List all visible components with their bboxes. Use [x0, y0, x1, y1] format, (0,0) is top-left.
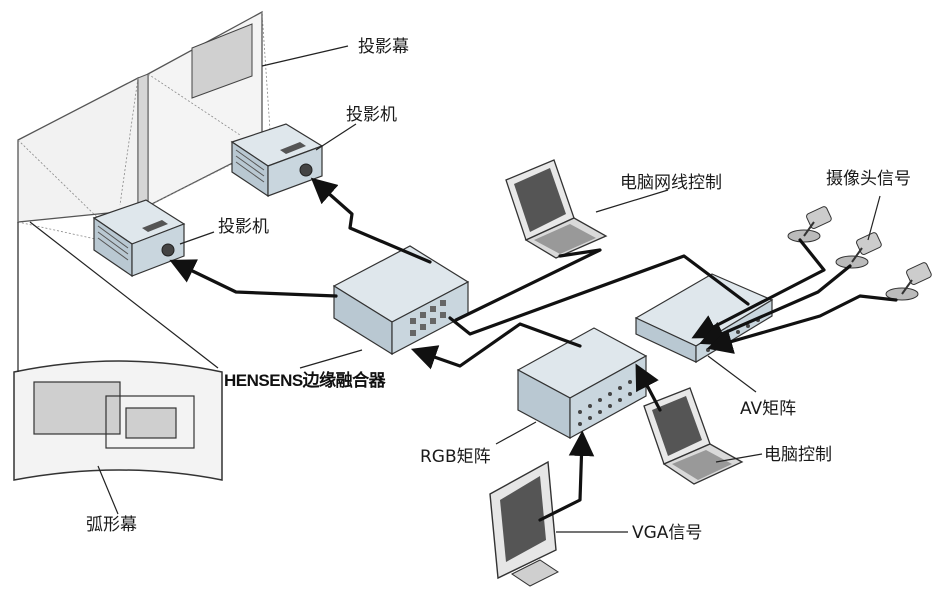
projector-icon [230, 123, 324, 198]
label-edge-blender: HENSENS边缘融合器 [224, 370, 387, 390]
cables [169, 177, 898, 522]
label-projection-screen: 投影幕 [358, 37, 409, 57]
label-laptop-control: 电脑控制 [764, 445, 832, 465]
label-rgb-matrix: RGB矩阵 [420, 447, 491, 467]
curved-screen-icon [13, 360, 223, 481]
camera-icon [835, 232, 882, 269]
matrix-switcher-icon [516, 327, 648, 440]
leader-line [29, 221, 219, 369]
matrix-switcher-icon [634, 273, 774, 364]
monitor-icon [489, 460, 559, 587]
label-camera-signal: 摄像头信号 [826, 169, 911, 189]
laptop-icon [643, 387, 744, 485]
matrix-switcher-icon [332, 245, 470, 356]
projector-icon [92, 199, 186, 278]
laptop-icon [505, 159, 608, 259]
label-leaders [97, 45, 881, 533]
label-projector-lower: 投影机 [218, 217, 269, 237]
label-vga-signal: VGA信号 [632, 523, 702, 543]
camera-icon [787, 206, 832, 243]
label-curved-screen: 弧形幕 [86, 515, 137, 535]
label-laptop-network-control: 电脑网线控制 [620, 173, 722, 193]
camera-icon [885, 262, 932, 301]
label-projector-upper: 投影机 [346, 105, 397, 125]
label-av-matrix: AV矩阵 [740, 399, 796, 419]
